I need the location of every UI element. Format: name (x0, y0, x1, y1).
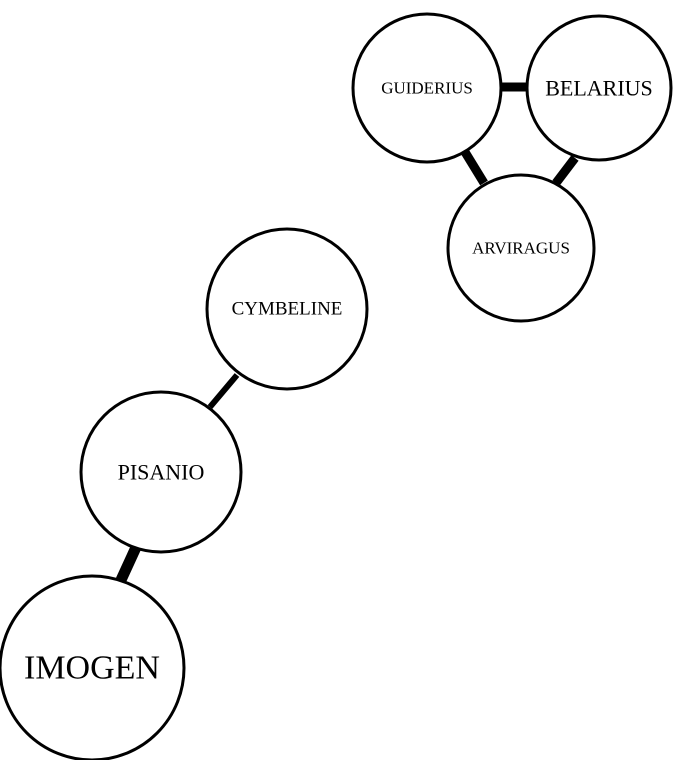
node-label-arviragus: ARVIRAGUS (472, 239, 570, 258)
node-label-belarius: BELARIUS (545, 76, 653, 101)
node-cymbeline[interactable]: CYMBELINE (205, 227, 369, 391)
node-pisanio[interactable]: PISANIO (79, 390, 243, 554)
edge-cymbeline-pisanio (207, 373, 240, 409)
node-imogen[interactable]: IMOGEN (0, 574, 186, 760)
node-belarius[interactable]: BELARIUS (525, 14, 673, 162)
node-arviragus[interactable]: ARVIRAGUS (446, 173, 596, 323)
node-label-imogen: IMOGEN (24, 650, 160, 687)
edge-guiderius-arviragus (461, 149, 488, 186)
edge-belarius-arviragus (552, 155, 579, 186)
nodes-layer: GUIDERIUS BELARIUS ARVIRAGUS CYMBELINE P… (0, 12, 673, 760)
node-guiderius[interactable]: GUIDERIUS (351, 12, 503, 164)
node-label-guiderius: GUIDERIUS (381, 79, 473, 98)
node-label-cymbeline: CYMBELINE (232, 299, 343, 320)
node-label-pisanio: PISANIO (118, 460, 205, 485)
